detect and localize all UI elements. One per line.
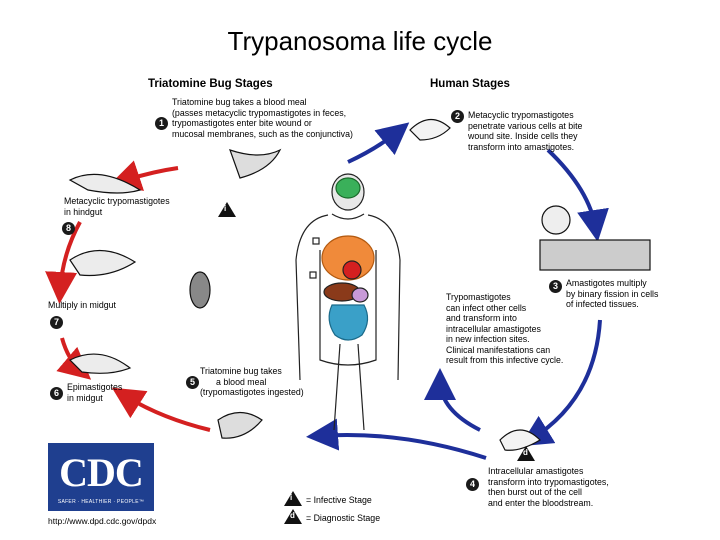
bug-feeding-sketch-bottom <box>217 411 263 439</box>
human-stage-arrows <box>306 122 609 460</box>
legend-infective-symbol: i <box>290 493 293 502</box>
multiply-sketch-7 <box>69 249 137 277</box>
diagnostic-symbol: d <box>523 448 528 457</box>
step-2-line: penetrate various cells at bite <box>468 120 583 131</box>
step-6-text: Epimastigotes in midgut <box>67 382 122 403</box>
note-line: can infect other cells <box>446 302 527 313</box>
step-6-badge: 6 <box>50 387 63 400</box>
step-7-text: Multiply in midgut <box>48 300 116 311</box>
bug-stages-header: Triatomine Bug Stages <box>148 78 273 90</box>
infected-cell-sketch <box>541 205 571 235</box>
page-title: Trypanosoma life cycle <box>227 26 493 56</box>
step-2-line: Metacyclic trypomastigotes <box>468 110 574 120</box>
arrow-1-to-8 <box>108 160 179 191</box>
infective-stage-marker: i <box>218 202 236 217</box>
step-8-text: Metacyclic trypomastigotes in hindgut <box>64 196 170 217</box>
note-line: intracellular amastigotes <box>446 323 541 334</box>
arrow-8-to-7 <box>45 221 82 304</box>
step-1-line: Triatomine bug takes a blood meal <box>172 97 307 107</box>
stomach <box>351 287 369 303</box>
brain <box>335 177 361 199</box>
bug-stage-arrows <box>45 160 211 432</box>
step-3-badge: 3 <box>549 280 562 293</box>
trypomastigote-sketch-4 <box>499 429 541 451</box>
step-6-line: Epimastigotes <box>67 382 123 392</box>
step-1-text: Triatomine bug takes a blood meal (passe… <box>172 97 353 139</box>
step-8-line: in hindgut <box>64 206 103 217</box>
note-line: Trypomastigotes <box>446 292 511 302</box>
diagnostic-stage-marker: d <box>517 446 535 461</box>
step-5-line: a blood meal <box>216 376 267 387</box>
stage-sketches <box>68 118 651 451</box>
step-2-text: Metacyclic trypomastigotes penetrate var… <box>468 110 582 152</box>
step-3-line: by binary fission in cells <box>566 288 659 299</box>
arrow-3-to-4 <box>519 319 602 447</box>
reinfection-note: Trypomastigotes can infect other cells a… <box>446 292 563 366</box>
legend-diagnostic-symbol: d <box>290 511 295 520</box>
step-8-line: Metacyclic trypomastigotes <box>64 196 170 206</box>
step-4-badge: 4 <box>466 478 479 491</box>
step-3-line: Amastigotes multiply <box>566 278 647 288</box>
note-line: in new infection sites. <box>446 334 530 344</box>
step-5-line: Triatomine bug takes <box>200 366 282 376</box>
step-4-line: Intracellular amastigotes <box>488 466 584 476</box>
step-4-text: Intracellular amastigotes transform into… <box>488 466 609 508</box>
step-1-line: trypomastigotes enter bite wound or <box>172 118 312 128</box>
human-figure <box>295 173 401 431</box>
source-url[interactable]: http://www.dpd.cdc.gov/dpdx <box>48 516 157 526</box>
step-5-text: Triatomine bug takes a blood meal (trypo… <box>200 366 304 398</box>
legend-infective-icon: i <box>284 491 302 506</box>
trypomastigote-sketch-2 <box>409 118 451 141</box>
cdc-logo: CDC SAFER · HEALTHIER · PEOPLE™ <box>48 443 154 511</box>
arrow-4-reinfect <box>424 368 481 432</box>
legend-diagnostic-label: = Diagnostic Stage <box>306 513 381 523</box>
legend-diagnostic-icon: d <box>284 509 302 524</box>
infective-symbol: i <box>224 204 227 213</box>
note-line: result from this infective cycle. <box>446 355 564 365</box>
legend-infective-label: = Infective Stage <box>306 495 372 505</box>
step-7-badge: 7 <box>50 316 63 329</box>
arrow-4-to-5 <box>306 418 487 460</box>
step-5-badge: 5 <box>186 376 199 389</box>
triatomine-bug-sketch <box>189 271 211 309</box>
bug-feeding-sketch-top <box>229 148 282 179</box>
human-stages-header: Human Stages <box>430 78 510 90</box>
note-line: Clinical manifestations can <box>446 344 551 355</box>
step-2-badge: 2 <box>451 110 464 123</box>
arrow-1-to-2 <box>347 122 410 164</box>
heart <box>342 260 362 280</box>
epimastigote-sketch-6 <box>68 353 132 374</box>
cdc-logo-tagline: SAFER · HEALTHIER · PEOPLE™ <box>57 499 145 505</box>
step-1-line: mucosal membranes, such as the conjuncti… <box>172 128 353 139</box>
arrow-5-to-6 <box>111 387 211 432</box>
intestines <box>328 304 369 341</box>
step-4-line: then burst out of the cell <box>488 487 582 497</box>
step-5-line: (trypomastigotes ingested) <box>200 387 304 397</box>
step-1-badge: 1 <box>155 117 168 130</box>
arrow-2-to-3 <box>546 148 609 242</box>
step-1-line: (passes metacyclic trypomastigotes in fe… <box>172 107 347 118</box>
step-2-line: transform into amastigotes. <box>468 141 575 152</box>
step-2-line: wound site. Inside cells they <box>468 131 578 141</box>
note-line: and transform into <box>446 313 517 323</box>
step-6-line: in midgut <box>67 392 103 403</box>
cdc-logo-letters: CDC <box>59 450 144 495</box>
step-3-line: of infected tissues. <box>566 299 639 309</box>
step-8-badge: 8 <box>62 222 75 235</box>
step-7-line: Multiply in midgut <box>48 300 116 310</box>
tissue-sketch <box>539 239 651 271</box>
step-4-line: transform into trypomastigotes, <box>488 476 609 487</box>
step-4-line: and enter the bloodstream. <box>488 497 594 508</box>
step-3-text: Amastigotes multiply by binary fission i… <box>566 278 658 310</box>
metacyclic-sketch-8 <box>68 173 142 194</box>
